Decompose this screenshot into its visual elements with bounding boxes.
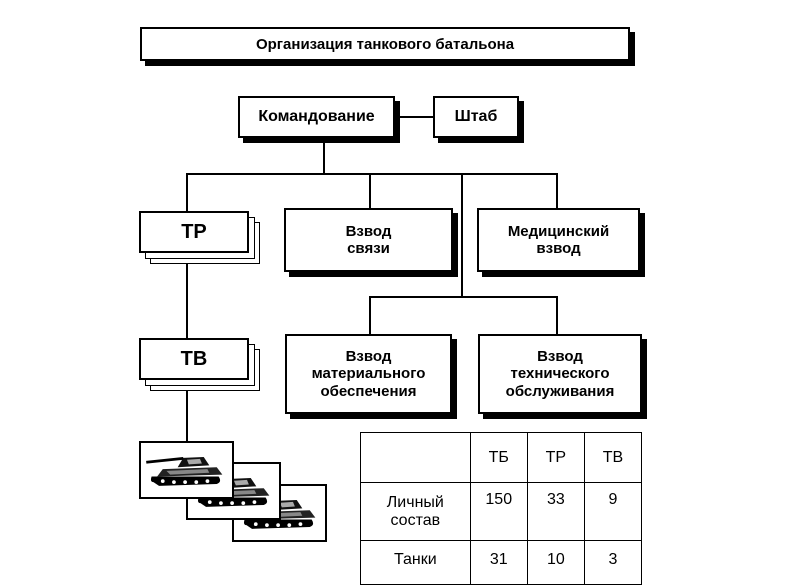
tv-tank-line <box>186 388 188 446</box>
table-cell: 33 <box>526 482 585 541</box>
table-cell: 150 <box>469 482 528 541</box>
table-row-label: Личный состав <box>360 482 471 541</box>
supply-platoon-box: Взвод материального обеспечения <box>285 334 452 414</box>
staff-label: Штаб <box>454 107 498 125</box>
tr-box: ТР <box>139 211 249 253</box>
table-row-label-line1: Личный <box>386 493 444 511</box>
lower-horizontal-line <box>369 296 558 298</box>
comms-label-line2: связи <box>347 240 390 257</box>
maint-label-line2: технического <box>510 365 610 383</box>
command-down-line <box>323 140 325 174</box>
table-cell: 9 <box>583 482 643 541</box>
medical-label-line2: взвод <box>536 240 581 257</box>
maint-label-line1: Взвод <box>537 348 583 366</box>
comms-drop-line <box>369 173 371 208</box>
table-header-tr: ТР <box>526 432 585 483</box>
table-row: Личный состав 150 33 9 <box>360 482 643 541</box>
table-cell: 3 <box>583 540 643 585</box>
table-corner-cell <box>360 432 471 483</box>
strength-table: ТБ ТР ТВ Личный состав 150 33 9 Танки 31… <box>360 432 643 585</box>
maintenance-platoon-box: Взвод технического обслуживания <box>478 334 642 414</box>
maint-label-line3: обслуживания <box>505 382 615 400</box>
table-header-row: ТБ ТР ТВ <box>360 432 643 483</box>
comms-label-line1: Взвод <box>345 222 392 240</box>
table-row-label-line2: состав <box>390 511 441 529</box>
table-cell: 31 <box>469 540 528 585</box>
tank-icon <box>146 456 223 486</box>
comms-platoon-box: Взвод связи <box>284 208 453 272</box>
command-staff-connector <box>397 116 433 118</box>
table-header-tv: ТВ <box>583 432 643 483</box>
table-cell: 10 <box>526 540 585 585</box>
table-row-label-line1: Танки <box>393 551 437 568</box>
command-box: Командование <box>238 96 395 138</box>
table-row-label: Танки <box>360 540 471 585</box>
supply-label-line1: Взвод <box>345 348 392 366</box>
supply-label-line3: обеспечения <box>320 382 417 400</box>
center-vertical-line <box>461 173 463 297</box>
medical-label-line1: Медицинский <box>507 222 610 240</box>
command-label: Командование <box>258 107 375 125</box>
table-row: Танки 31 10 3 <box>360 540 643 585</box>
maint-drop-line <box>556 296 558 334</box>
top-horizontal-line <box>186 173 558 175</box>
diagram-title: Организация танкового батальона <box>140 27 630 61</box>
diagram-title-text: Организация танкового батальона <box>255 35 515 53</box>
staff-box: Штаб <box>433 96 519 138</box>
medical-drop-line <box>556 173 558 208</box>
tr-drop-line <box>186 173 188 211</box>
tr-label: ТР <box>181 220 207 243</box>
supply-drop-line <box>369 296 371 334</box>
tr-tv-line <box>186 262 188 338</box>
tv-box: ТВ <box>139 338 249 380</box>
table-header-tb: ТБ <box>469 432 528 483</box>
tank-card-1 <box>139 441 234 499</box>
medical-platoon-box: Медицинский взвод <box>477 208 640 272</box>
supply-label-line2: материального <box>311 365 426 383</box>
tv-label: ТВ <box>180 347 208 370</box>
